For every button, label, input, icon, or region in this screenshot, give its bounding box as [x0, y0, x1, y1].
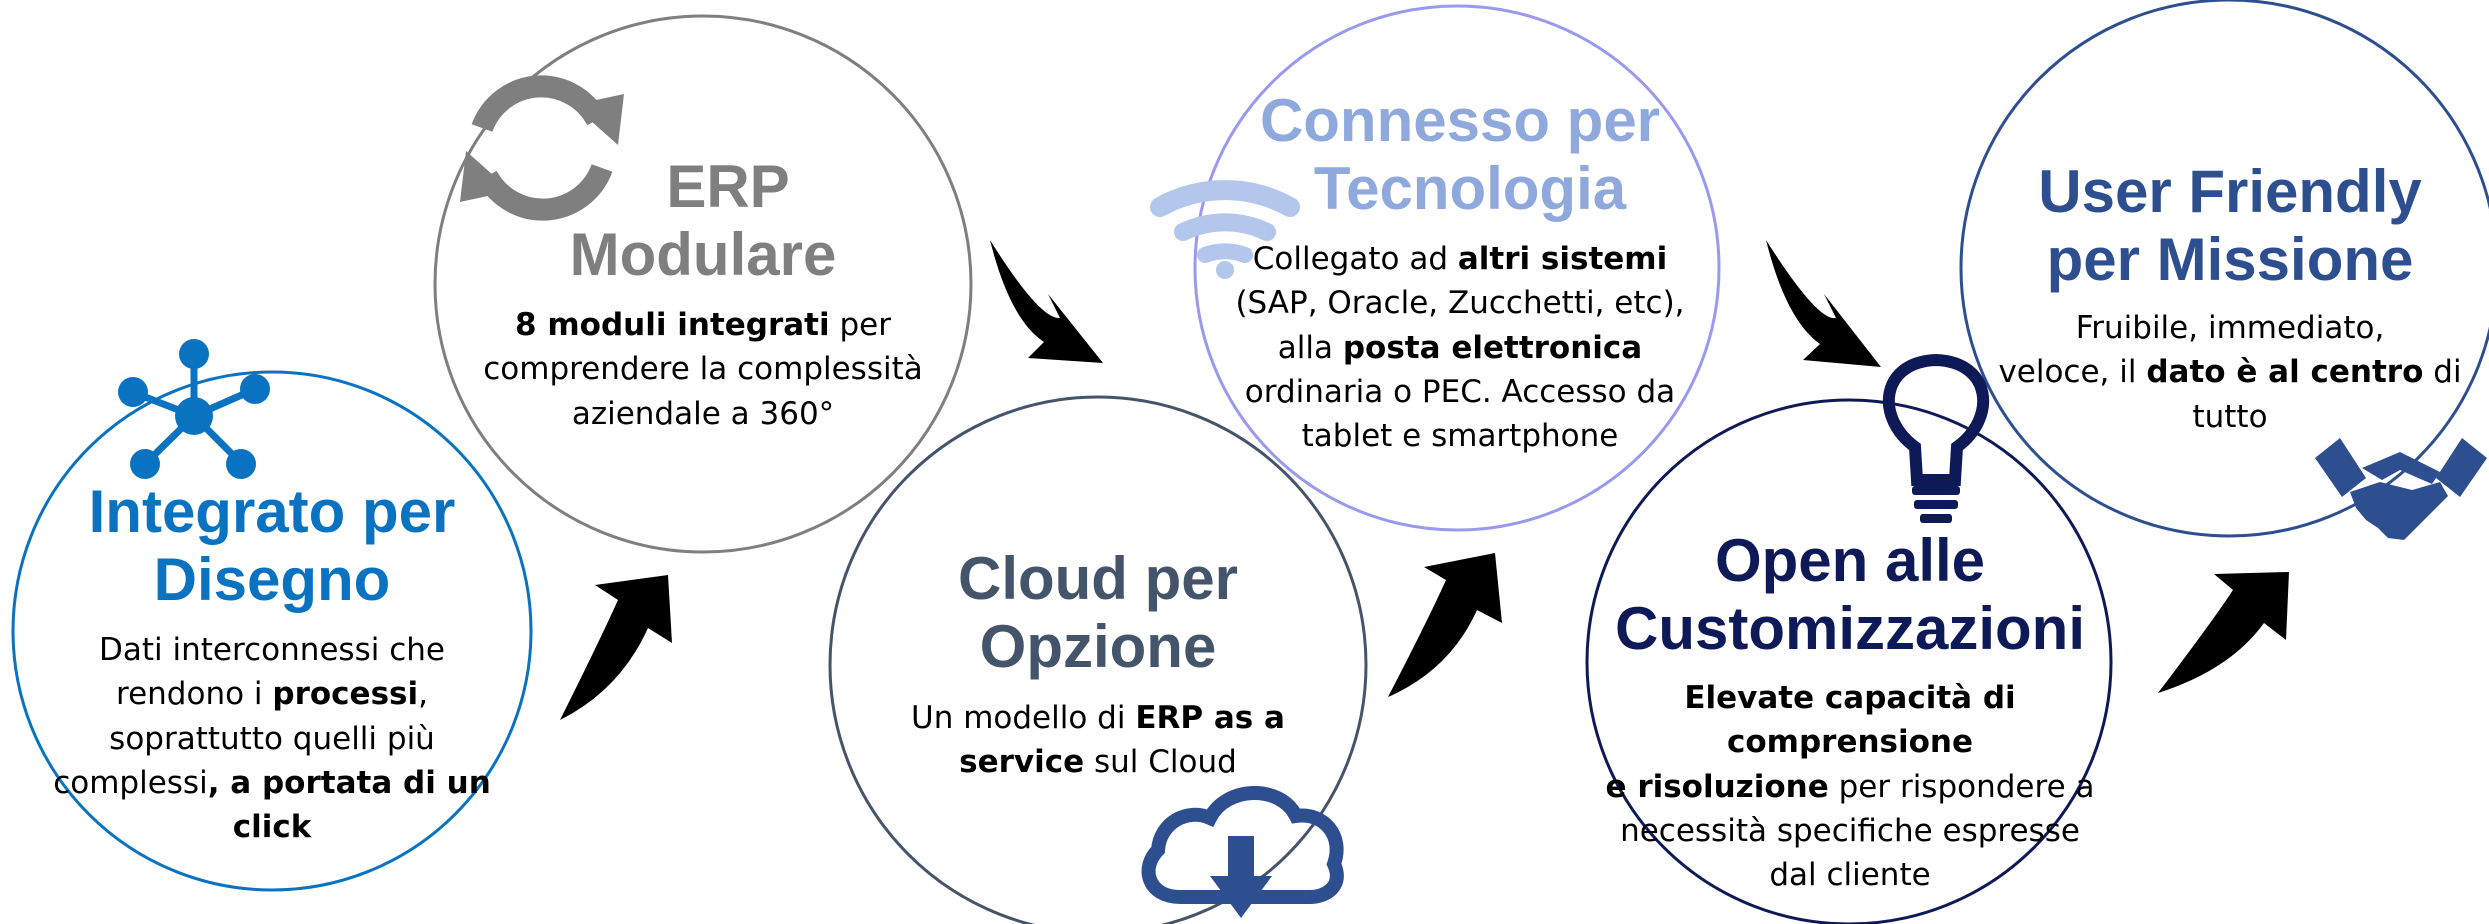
body-line: aziendale a 360°	[467, 392, 939, 436]
body-line: comprendere la complessità	[467, 347, 939, 391]
body-line: Collegato ad altri sistemi	[1215, 237, 1705, 281]
circle-open	[1585, 398, 2113, 924]
title-line: User Friendly	[2038, 158, 2422, 225]
lightbulb-icon	[1882, 353, 1990, 523]
wifi-icon	[1150, 180, 1300, 279]
body-line: Elevate capacità di comprensione	[1580, 676, 2120, 765]
title-line: Opzione	[979, 612, 1217, 680]
text: Collegato ad	[1252, 241, 1458, 277]
title-line: Tecnologia	[1313, 154, 1627, 222]
body-line: dal cliente	[1580, 853, 2120, 897]
body-line: service sul Cloud	[864, 740, 1332, 784]
title-line: Open alle	[1714, 527, 1986, 594]
body-line: tutto	[1990, 395, 2470, 439]
text: per	[829, 307, 891, 343]
body-line: complessi, a portata di un	[42, 761, 502, 805]
text: di	[2423, 354, 2462, 391]
refresh-icon	[460, 75, 624, 221]
text: alla	[1277, 329, 1343, 366]
title-line: Modulare	[569, 220, 837, 288]
title-integrato: Integrato per Disegno	[40, 478, 504, 614]
body-line: e risoluzione per rispondere a	[1580, 765, 2120, 809]
text: ,	[418, 676, 428, 713]
bold-text: altri sistemi	[1457, 241, 1668, 277]
text: (SAP, Oracle, Zucchetti, etc),	[1235, 285, 1685, 322]
body-user: Fruibile, immediato, veloce, il dato è al…	[1990, 306, 2470, 439]
circle-connesso	[1193, 4, 1721, 532]
bold-text: click	[232, 809, 312, 846]
title-cloud: Cloud per Opzione	[864, 545, 1332, 681]
body-connesso: Collegato ad altri sistemi (SAP, Oracle, …	[1215, 237, 1705, 459]
title-open: Open alle Customizzazioni	[1580, 527, 2120, 663]
text: dal cliente	[1769, 857, 1931, 894]
text: sul Cloud	[1084, 744, 1237, 781]
circle-erp	[433, 14, 973, 554]
body-erp: 8 moduli integrati per comprendere la com…	[467, 303, 939, 436]
text: complessi	[53, 764, 208, 801]
body-line: soprattutto quelli più	[42, 717, 502, 761]
text: per rispondere a	[1828, 768, 2095, 805]
body-line: 8 moduli integrati per	[467, 303, 939, 347]
title-line: Disegno	[153, 545, 391, 613]
bold-text: service	[959, 744, 1085, 781]
circle-user	[1959, 0, 2489, 538]
body-line: tablet e smartphone	[1215, 414, 1705, 458]
title-connesso: Connesso per Tecnologia	[1215, 87, 1705, 223]
arrow-2	[990, 240, 1103, 363]
text: tablet e smartphone	[1301, 418, 1619, 455]
arrow-3	[1388, 553, 1502, 697]
text: veloce, il	[1998, 354, 2147, 391]
bold-text: 8 moduli integrati	[514, 307, 830, 343]
text: aziendale a 360°	[571, 395, 835, 432]
body-line: click	[42, 805, 502, 849]
body-line: Dati interconnessi che	[42, 628, 502, 672]
text: rendono i	[116, 676, 273, 713]
body-line: (SAP, Oracle, Zucchetti, etc),	[1215, 281, 1705, 325]
body-line: alla posta elettronica	[1215, 326, 1705, 370]
title-erp: ERP Modulare	[467, 153, 939, 289]
text: Dati interconnessi che	[99, 632, 445, 668]
title-user: User Friendly per Missione	[1990, 158, 2470, 294]
text: ordinaria o PEC. Accesso da	[1244, 373, 1676, 410]
text: soprattutto quelli più	[109, 720, 435, 757]
title-line: per Missione	[2046, 225, 2414, 293]
handshake-icon	[2315, 438, 2487, 540]
text: tutto	[2192, 398, 2268, 435]
title-line: Connesso per	[1259, 87, 1661, 154]
arrow-4	[1766, 240, 1881, 367]
arrow-5	[2158, 572, 2289, 693]
text: Un modello di	[911, 700, 1136, 736]
bold-text: , a portata di un	[207, 764, 491, 801]
body-line: ordinaria o PEC. Accesso da	[1215, 370, 1705, 414]
title-line: Cloud per	[958, 545, 1238, 612]
title-line: Customizzazioni	[1614, 594, 2085, 662]
text: comprendere la complessità	[483, 351, 923, 388]
text: Fruibile, immediato,	[2075, 310, 2385, 346]
body-line: Un modello di ERP as a	[864, 696, 1332, 740]
body-integrato: Dati interconnessi che rendono i processi…	[42, 628, 502, 850]
title-line: Integrato per	[88, 478, 456, 545]
network-icon	[118, 339, 270, 479]
bold-text: posta elettronica	[1342, 329, 1643, 366]
body-line: rendono i processi,	[42, 672, 502, 716]
title-line: ERP	[666, 153, 790, 220]
body-line: veloce, il dato è al centro di	[1990, 350, 2470, 394]
cloud-download-icon	[1141, 786, 1344, 918]
bold-text: ERP as a	[1135, 700, 1285, 736]
bold-text: dato è al centro	[2146, 354, 2424, 391]
circle-integrato	[11, 370, 533, 892]
bold-text: processi	[272, 676, 419, 713]
body-line: Fruibile, immediato,	[1990, 306, 2470, 350]
arrow-1	[560, 575, 672, 720]
bold-text: Elevate capacità di comprensione	[1684, 680, 2016, 761]
body-line: necessità specifiche espresse	[1580, 809, 2120, 853]
text: necessità specifiche espresse	[1620, 812, 2080, 849]
bold-text: e risoluzione	[1605, 768, 1829, 805]
